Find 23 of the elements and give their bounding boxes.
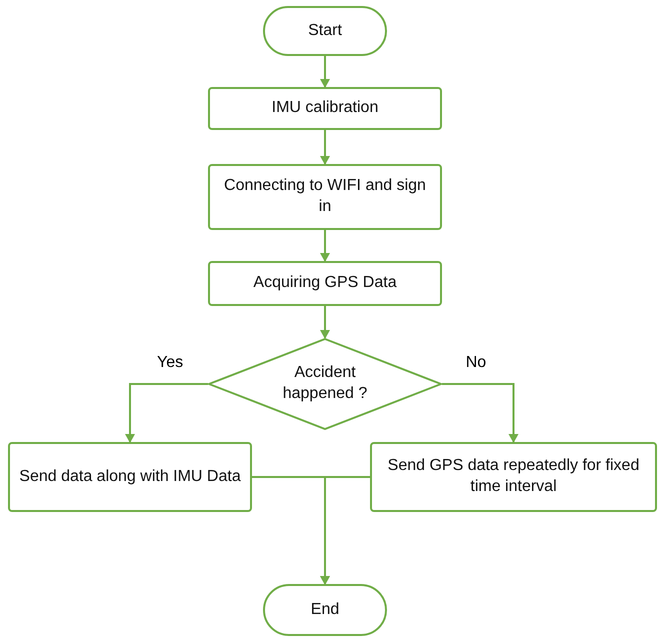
terminal-box: [263, 584, 387, 636]
arrow: [125, 383, 208, 443]
process-box: [8, 442, 252, 512]
arrow: [320, 56, 330, 88]
decision-diamond: [208, 338, 442, 430]
node-text: Send GPS data repeatedly for fixed time interval: [386, 456, 640, 497]
process-box: [208, 261, 442, 306]
node-text: Connecting to WIFI and sign in: [223, 176, 427, 217]
node-text: IMU calibration: [272, 98, 378, 118]
node-text: Accident happened ?: [282, 363, 368, 404]
process-box: [208, 164, 442, 230]
node-text: Send data along with IMU Data: [19, 466, 241, 487]
arrow: [320, 476, 370, 585]
process-box: [208, 87, 442, 130]
process-box: [370, 442, 657, 512]
node-text: End: [310, 600, 340, 620]
arrow: [320, 306, 330, 339]
arrow: [320, 130, 330, 165]
node-text: Start: [308, 20, 342, 41]
terminal-box: [263, 6, 387, 56]
node-text: Acquiring GPS Data: [253, 273, 397, 294]
arrow: [320, 230, 330, 262]
arrow: [442, 383, 518, 443]
